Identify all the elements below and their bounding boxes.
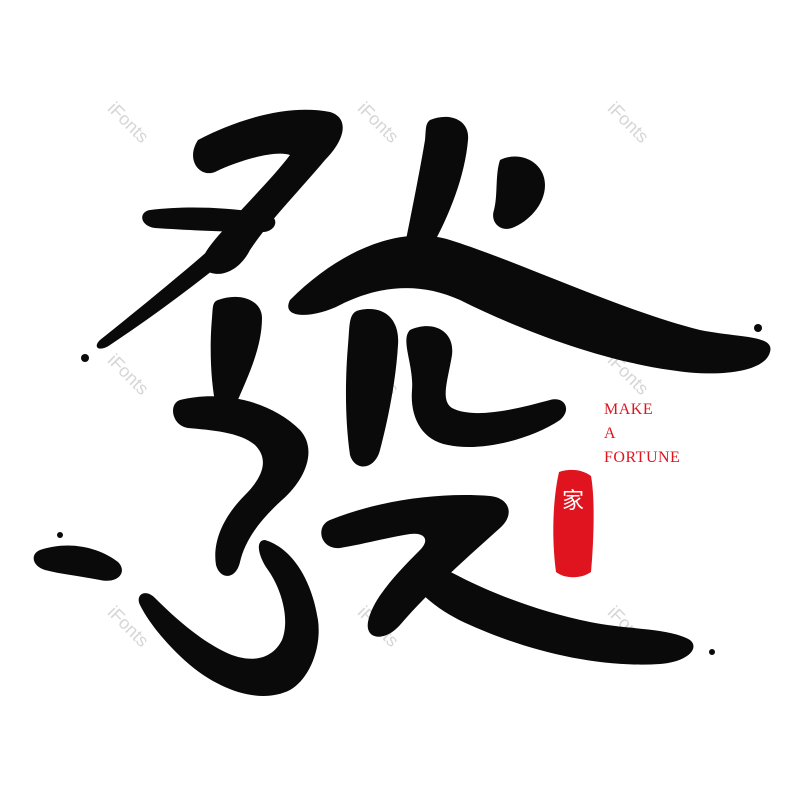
ink-stroke [96,222,255,349]
ink-stroke [493,156,545,229]
red-seal-stamp: 家 [553,469,594,578]
seal-glyph: 家 [562,489,584,514]
ink-fleck [57,532,63,538]
ink-stroke [138,540,319,696]
ink-stroke [288,235,771,374]
caption-line: A [604,425,617,442]
ink-fleck [81,354,89,362]
ink-stroke [409,557,694,665]
ink-stroke [33,545,122,581]
ink-stroke [142,207,276,232]
ink-stroke [345,309,399,467]
ink-stroke [210,296,262,407]
caption: MAKE A FORTUNE [604,398,680,470]
ink-fleck [709,649,715,655]
ink-stroke [406,326,567,448]
caption-line: MAKE [604,401,654,418]
ink-stroke [173,396,309,576]
caption-line: FORTUNE [604,449,681,466]
ink-fleck [754,324,762,332]
ink-stroke [404,116,469,260]
